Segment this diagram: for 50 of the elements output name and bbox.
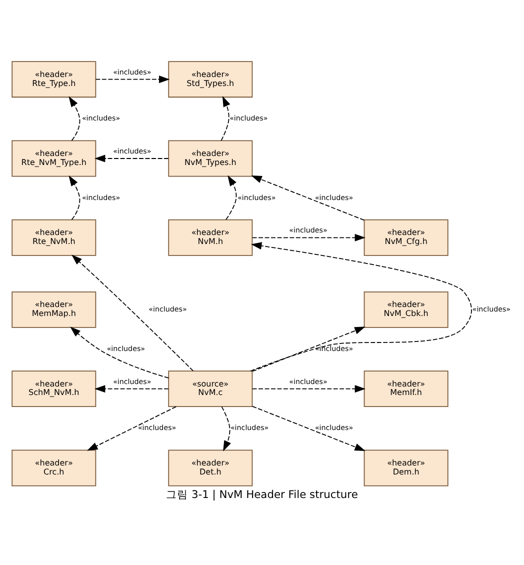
arrow (72, 254, 194, 371)
node-box: «header» MemIf.h (364, 370, 448, 407)
arrow (252, 326, 366, 372)
edge-label: «includes» (106, 343, 146, 352)
edge-label: «includes» (113, 376, 152, 386)
node-box: «header» Rte_Type.h (12, 60, 96, 98)
node-box: «source» NvM.c (168, 370, 253, 407)
node-box: «header» NvM_Cbk.h (364, 290, 448, 328)
arrow (220, 96, 230, 141)
arrow (68, 174, 80, 220)
arrow (221, 406, 231, 451)
edge-label: «includes» (314, 422, 354, 432)
edge-label: «includes» (230, 113, 268, 122)
node-box: «header» Std_Types.h (168, 60, 253, 98)
arrow (86, 406, 177, 450)
edge-label: «includes» (138, 422, 176, 432)
edge-label: «includes» (148, 304, 187, 313)
node-box: «header» Rte_NvM.h (12, 218, 96, 256)
node-box: «header» MemMap.h (12, 290, 96, 328)
caption: 그림 3-1 | NvM Header File structure (166, 487, 358, 500)
edge-label: «includes» (113, 146, 152, 156)
edge-label: «includes» (82, 192, 120, 202)
node-box: «header» NvM_Types.h (168, 140, 253, 176)
node-box: «header» NvM.h (168, 218, 253, 256)
edge-label: «includes» (314, 343, 354, 352)
node-box: «header» Det.h (168, 449, 253, 486)
arrow (70, 326, 170, 378)
edge-label: «includes» (472, 304, 511, 313)
edge-label: «includes» (289, 225, 328, 234)
node-box: «header» Dem.h (364, 449, 448, 486)
edge-label: «includes» (230, 422, 269, 432)
arrow (250, 242, 472, 371)
edge-label: «includes» (314, 192, 354, 202)
edge-label: «includes» (82, 113, 120, 122)
edge-label: «includes» (289, 376, 328, 386)
arrow (95, 75, 170, 83)
arrow (68, 96, 80, 140)
node-box: «header» Crc.h (12, 449, 96, 486)
arrow (226, 174, 237, 220)
arrow (94, 154, 169, 162)
node-box: «header» SchM_NvM.h (12, 370, 96, 407)
arrow (251, 174, 365, 220)
arrow (252, 405, 366, 451)
arrow (252, 233, 366, 241)
edge-label: «includes» (113, 66, 152, 76)
arrow (252, 384, 366, 392)
node-box: «header» Rte_NvM_Type.h (12, 140, 96, 176)
node-box: «header» NvM_Cfg.h (364, 218, 448, 256)
edge-label: «includes» (238, 192, 276, 202)
arrow (94, 384, 169, 392)
